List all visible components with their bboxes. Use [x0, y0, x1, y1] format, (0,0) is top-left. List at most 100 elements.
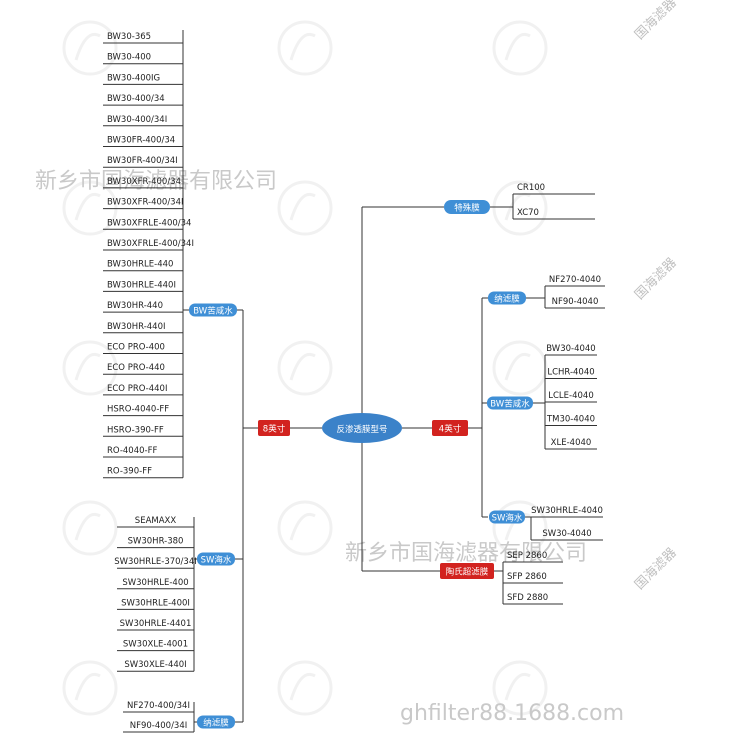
leaf-label: LCHR-4040 — [547, 368, 594, 378]
watermark-ring — [277, 660, 333, 716]
watermark-logo — [492, 180, 548, 236]
left-sw-item: SW30HRLE-370/34I — [114, 557, 197, 569]
tag-right-bw: BW苦咸水 — [487, 396, 533, 410]
tag-left-bw-bg — [189, 303, 237, 317]
watermark-ring — [492, 500, 548, 556]
watermark-logo — [492, 660, 548, 716]
watermark-logo — [277, 20, 333, 76]
center-node-bg — [322, 413, 402, 443]
leaf-label: BW30HRLE-440 — [107, 260, 173, 270]
watermark-swoosh — [289, 33, 316, 61]
tag-8inch: 8英寸 — [258, 420, 290, 436]
left-sw-item: SW30HRLE-400 — [117, 578, 194, 590]
ceramic-item: SEP 2860 — [503, 551, 563, 563]
watermark-logo — [277, 660, 333, 716]
right-bw-item: LCHR-4040 — [545, 368, 597, 379]
left-bw-item: ECO PRO-440 — [103, 363, 183, 375]
left-bw-item: BW30XFR-400/34I — [103, 198, 184, 210]
tag-right-sw: SW海水 — [489, 510, 525, 524]
ceramic-item: SFP 2860 — [503, 572, 563, 584]
left-bw-item: BW30HRLE-440I — [103, 280, 183, 292]
watermark-site: ghfilter88.1688.com — [400, 701, 624, 726]
watermark-ring — [62, 20, 118, 76]
leaf-label: RO-4040-FF — [107, 446, 157, 456]
leaf-label: NF90-400/34I — [130, 721, 188, 731]
watermark-swoosh — [74, 193, 101, 221]
ceramic-item: SFD 2880 — [503, 593, 563, 605]
right-bw-item: BW30-4040 — [545, 344, 597, 356]
watermark-logo — [492, 340, 548, 396]
watermark-ring — [277, 500, 333, 556]
tag-4inch-label: 4英寸 — [439, 424, 462, 435]
leaf-label: NF90-4040 — [552, 297, 599, 307]
left-bw-item: RO-390-FF — [103, 467, 183, 479]
tag-left-nf-bg — [197, 715, 235, 729]
watermark-swoosh — [504, 673, 531, 701]
tag-8inch-label: 8英寸 — [263, 424, 286, 435]
left-bw-item: BW30-400/34 — [103, 94, 183, 106]
watermark-ring — [277, 180, 333, 236]
watermark-swoosh — [74, 33, 101, 61]
right-sw-item: SW30HRLE-4040 — [531, 506, 603, 518]
leaf-label: HSRO-390-FF — [107, 425, 164, 435]
watermark-company: 新乡市国海滤器有限公司 — [35, 169, 277, 194]
watermark-ring — [492, 660, 548, 716]
left-bw-item: ECO PRO-440I — [103, 384, 183, 396]
left-sw-item: SEAMAXX — [117, 516, 194, 528]
right-bw-item: XLE-4040 — [545, 438, 597, 450]
leaf-label: LCLE-4040 — [548, 391, 593, 401]
center-node: 反渗透膜型号 — [322, 413, 402, 443]
left-bw-item: HSRO-4040-FF — [103, 405, 183, 417]
leaf-label: ECO PRO-400 — [107, 343, 165, 353]
left-sw-item: SW30HRLE-400I — [117, 598, 194, 610]
left-bw-item: BW30HR-440I — [103, 322, 183, 334]
tag-left-bw: BW苦咸水 — [189, 303, 237, 317]
watermark-stamp: 国海滤器 — [632, 0, 679, 43]
left-bw-item: BW30FR-400/34 — [103, 136, 183, 147]
left-bw-item: BW30-400 — [103, 53, 183, 65]
leaf-label: SW30-4040 — [542, 529, 591, 539]
watermark-swoosh — [504, 193, 531, 221]
leaf-label: SW30HRLE-4401 — [120, 619, 192, 629]
tag-left-nf: 纳滤膜 — [197, 715, 235, 729]
leaf-label: BW30-400IG — [107, 73, 160, 83]
left-bw-item: HSRO-390-FF — [103, 425, 183, 437]
tag-right-sw-bg — [489, 510, 525, 524]
connector-lines — [182, 30, 546, 732]
watermark-logo — [62, 660, 118, 716]
leaf-label: BW30XFR-400/34I — [107, 198, 184, 208]
tag-right-nf-label: 纳滤膜 — [494, 294, 520, 305]
leaf-label: BW30HR-440I — [107, 322, 166, 332]
left-bw-item: BW30XFR-400/34 — [103, 177, 183, 189]
watermark-swoosh — [74, 353, 101, 381]
leaf-label: SW30HR-380 — [128, 537, 184, 547]
leaf-label: BW30HR-440 — [107, 301, 163, 311]
leaf-label: SW30HRLE-370/34I — [114, 557, 197, 567]
tag-4inch: 4英寸 — [432, 420, 468, 436]
leaf-label: SW30XLE-4001 — [123, 640, 188, 650]
tag-right-bw-label: BW苦咸水 — [490, 399, 530, 410]
leaf-label: BW30-365 — [107, 32, 151, 42]
left-bw-item: BW30FR-400/34I — [103, 156, 183, 168]
left-bw-item: BW30-365 — [103, 32, 183, 44]
watermark-ring — [277, 20, 333, 76]
watermark-logo — [492, 20, 548, 76]
watermark-logo — [62, 20, 118, 76]
leaf-label: TM30-4040 — [546, 415, 595, 425]
leaf-label: SEAMAXX — [135, 516, 177, 526]
tag-special: 特殊膜 — [444, 200, 490, 214]
left-bw-item: BW30-400IG — [103, 73, 183, 85]
left-bw-item: BW30HRLE-440 — [103, 260, 183, 272]
leaf-label: SW30HRLE-400 — [122, 578, 188, 588]
leaf-label: XC70 — [517, 208, 539, 218]
right-sw-item: SW30-4040 — [531, 529, 603, 541]
leaf-label: SEP 2860 — [507, 551, 547, 561]
leaf-label: ECO PRO-440 — [107, 363, 165, 373]
tag-8inch-bg — [258, 420, 290, 436]
watermark-logo — [62, 180, 118, 236]
leaf-label: BW30XFRLE-400/34 — [107, 218, 191, 228]
tag-ceramic: 陶氏超滤膜 — [440, 563, 494, 579]
tag-right-nf-bg — [488, 291, 526, 305]
leaf-label: BW30-400/34I — [107, 115, 167, 125]
